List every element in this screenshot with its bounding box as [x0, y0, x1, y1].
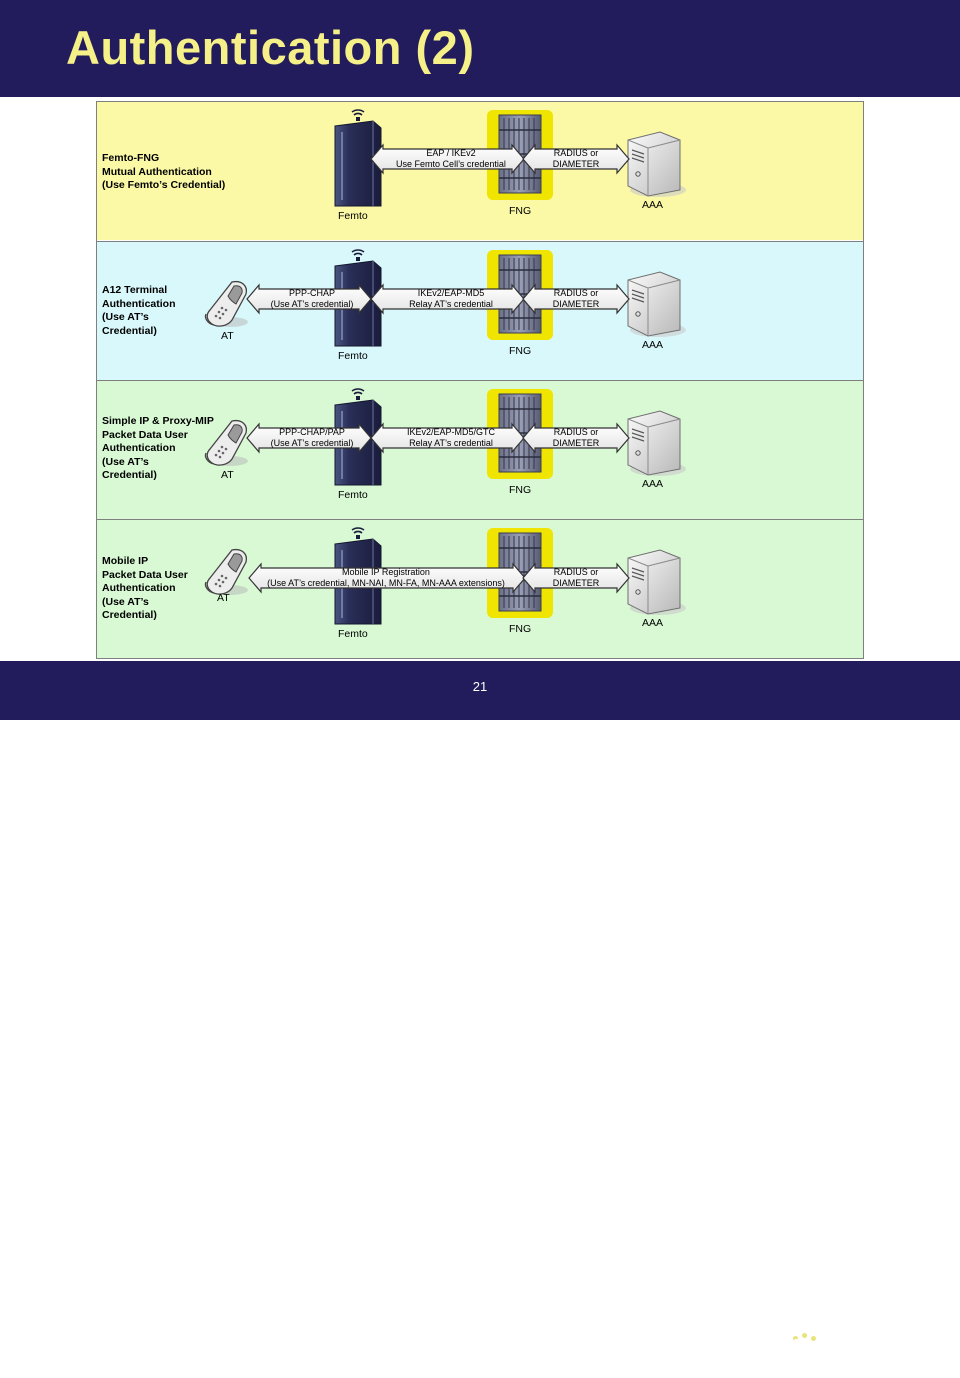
msg-fng-aaa: RADIUS or DIAMETER [552, 567, 600, 588]
band-label: Mobile IP Packet Data User Authenticatio… [102, 555, 188, 621]
femto-label: Femto [338, 350, 368, 362]
aaa-label: AAA [642, 339, 664, 351]
femto-label: Femto [338, 489, 368, 501]
aaa-server-icon [622, 126, 688, 198]
slide-title: Authentication (2) [66, 21, 475, 74]
msg-fng-aaa: RADIUS or DIAMETER [552, 288, 600, 309]
fng-label: FNG [509, 623, 532, 635]
msg-femto-fng: EAP / IKEv2 Use Femto Cell’s credential [396, 148, 506, 169]
at-label: AT [217, 592, 230, 604]
band-femto-fng: Femto-FNG Mutual Authentication (Use Fem… [97, 102, 863, 240]
aaa-label: AAA [642, 617, 664, 629]
aaa-label: AAA [642, 478, 664, 490]
fng-label: FNG [509, 484, 532, 496]
msg-at-fng: Mobile IP Registration (Use AT’s credent… [267, 567, 505, 588]
aaa-server-icon [622, 266, 688, 338]
femto-label: Femto [338, 210, 368, 222]
aaa-label: AAA [642, 199, 664, 211]
page-number: 21 [472, 679, 488, 694]
band-simple-ip: Simple IP & Proxy-MIP Packet Data User A… [97, 380, 863, 519]
msg-at-femto: PPP-CHAP (Use AT’s credential) [270, 288, 354, 309]
band-label: A12 Terminal Authentication (Use AT’s Cr… [102, 284, 176, 337]
at-label: AT [221, 330, 234, 342]
at-label: AT [221, 469, 234, 481]
aaa-server-icon [622, 544, 688, 616]
slide-header: Authentication (2) [0, 0, 960, 97]
msg-femto-fng: IKEv2/EAP-MD5/GTC Relay AT’s credential [406, 427, 496, 448]
aaa-server-icon [622, 405, 688, 477]
diagram-frame: Femto-FNG Mutual Authentication (Use Fem… [96, 101, 864, 659]
femto-label: Femto [338, 628, 368, 640]
band-a12-terminal: A12 Terminal Authentication (Use AT’s Cr… [97, 241, 863, 380]
at-phone-icon [202, 546, 252, 598]
band-label: Simple IP & Proxy-MIP Packet Data User A… [102, 415, 214, 481]
msg-fng-aaa: RADIUS or DIAMETER [552, 427, 600, 448]
msg-at-femto: PPP-CHAP/PAP (Use AT’s credential) [270, 427, 354, 448]
band-label: Femto-FNG Mutual Authentication (Use Fem… [102, 152, 226, 191]
logo-text: Airvana [760, 1333, 941, 1377]
band-mobile-ip: Mobile IP Packet Data User Authenticatio… [97, 519, 863, 658]
fng-label: FNG [509, 345, 532, 357]
msg-femto-fng: IKEv2/EAP-MD5 Relay AT’s credential [409, 288, 493, 309]
msg-fng-aaa: RADIUS or DIAMETER [552, 148, 600, 169]
fng-label: FNG [509, 205, 532, 217]
